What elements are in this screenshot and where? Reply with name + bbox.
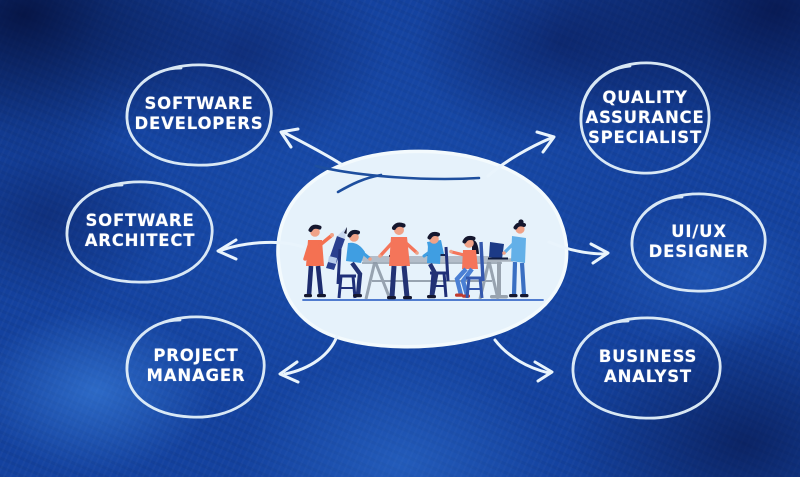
role-label-project-manager: PROJECT MANAGER (146, 346, 246, 385)
role-circle-project-manager (125, 315, 266, 419)
person-seated-laptop (422, 231, 450, 299)
role-circle-software-architect (65, 180, 214, 284)
person-standing-center (378, 222, 419, 300)
arrow-to-software-architect (216, 238, 305, 261)
arrow-to-business-analyst (493, 338, 554, 383)
role-label-business-analyst: BUSINESS ANALYST (598, 347, 698, 386)
role-circle-uiux-designer (630, 192, 767, 293)
sketch-accent-line (314, 164, 481, 181)
pencil-icon (326, 227, 347, 270)
laptop-icon (488, 242, 508, 260)
role-label-software-architect: SOFTWARE ARCHITECT (84, 211, 196, 250)
role-label-ui-ux-designer: UI/UX DESIGNER (648, 222, 750, 261)
sketch-accent-line (336, 173, 383, 194)
person-standing-lectern (487, 219, 529, 299)
role-circle-software-developers (125, 63, 273, 167)
arrow-to-software-developers (279, 127, 343, 166)
arrow-to-quality-assurance (486, 130, 556, 178)
arrow-to-uiux-designer (547, 240, 610, 265)
team-meeting-illustration (302, 219, 544, 301)
role-label-software-developers: SOFTWARE DEVELOPERS (134, 94, 264, 133)
role-circle-quality-assurance (579, 61, 711, 175)
person-standing-with-pencil (303, 224, 347, 298)
arrow-to-project-manager (278, 334, 339, 384)
role-circle-business-analyst (571, 316, 722, 420)
person-seated-writing (336, 229, 372, 299)
role-label-quality-assurance-specialist: QUALITY ASSURANCE SPECIALIST (585, 88, 705, 147)
person-seated-woman (449, 235, 485, 299)
